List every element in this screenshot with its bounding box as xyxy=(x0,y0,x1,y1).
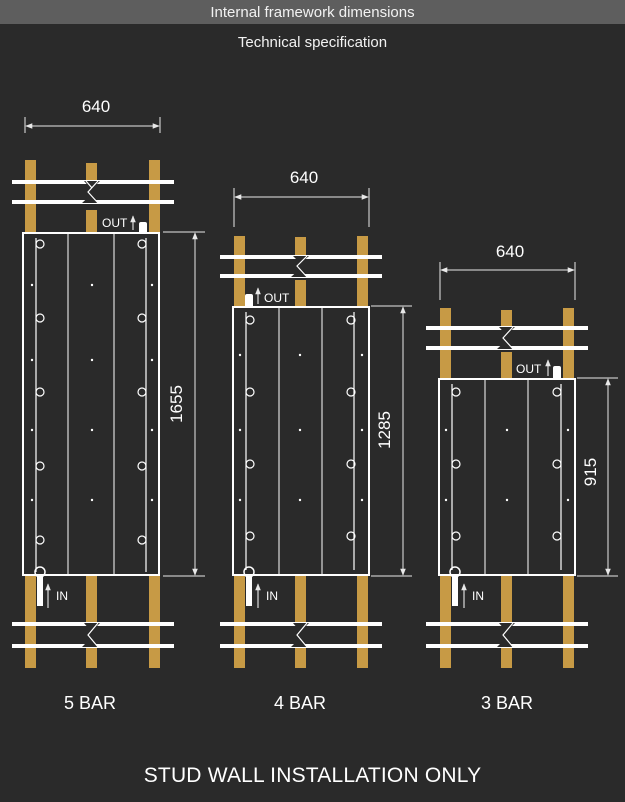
radiator-3-bar: 640 xyxy=(426,242,618,713)
height-label: 1285 xyxy=(375,411,394,449)
in-label: IN xyxy=(266,589,278,603)
radiator-name: 5 BAR xyxy=(64,693,116,713)
radiator-4-bar: 640 xyxy=(220,168,412,713)
page-subtitle: Technical specification xyxy=(237,34,388,51)
page-title: Internal framework dimensions xyxy=(210,3,415,21)
height-dimension: 915 xyxy=(577,377,618,577)
bottom-studs xyxy=(220,576,382,668)
width-label: 640 xyxy=(496,242,524,261)
in-valve: IN xyxy=(34,566,68,608)
bottom-studs xyxy=(426,576,588,668)
top-studs xyxy=(220,236,382,306)
in-valve: IN xyxy=(243,566,278,608)
width-dimension: 640 xyxy=(439,242,576,300)
header-bar: Internal framework dimensions xyxy=(0,0,625,24)
top-studs xyxy=(12,160,174,232)
height-label: 1655 xyxy=(167,385,186,423)
out-label: OUT xyxy=(516,362,542,376)
width-label: 640 xyxy=(82,97,110,116)
radiator-5-bar: 640 xyxy=(12,97,205,713)
radiator-name: 3 BAR xyxy=(481,693,533,713)
radiator-panel xyxy=(22,232,160,576)
width-label: 640 xyxy=(290,168,318,187)
out-valve: OUT xyxy=(245,287,290,308)
out-valve: OUT xyxy=(516,359,561,380)
out-valve: OUT xyxy=(102,215,147,234)
bottom-studs xyxy=(12,576,174,668)
radiator-panel xyxy=(438,378,576,576)
width-dimension: 640 xyxy=(24,97,161,133)
in-label: IN xyxy=(472,589,484,603)
radiator-panel xyxy=(232,306,370,576)
installation-note: STUD WALL INSTALLATION ONLY xyxy=(143,764,482,787)
out-label: OUT xyxy=(102,216,128,230)
out-label: OUT xyxy=(264,291,290,305)
height-label: 915 xyxy=(581,458,600,486)
in-valve: IN xyxy=(449,566,484,608)
height-dimension: 1285 xyxy=(371,305,412,577)
in-label: IN xyxy=(56,589,68,603)
width-dimension: 640 xyxy=(233,168,370,227)
height-dimension: 1655 xyxy=(163,231,205,577)
top-studs xyxy=(426,308,588,378)
radiator-name: 4 BAR xyxy=(274,693,326,713)
